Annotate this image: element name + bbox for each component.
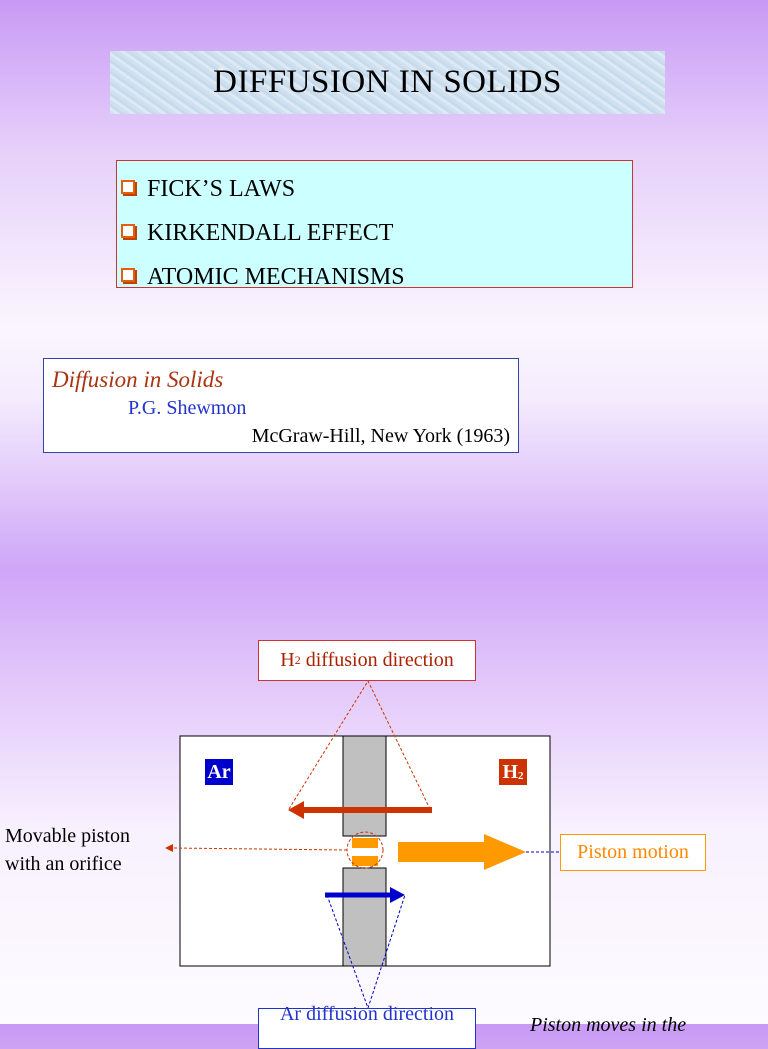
orifice-plug-bottom	[352, 856, 378, 866]
piston-motion-text: Piston motion	[577, 841, 689, 863]
topic-label: FICK’S LAWS	[147, 175, 296, 202]
slide-title-banner: DIFFUSION IN SOLIDS	[110, 51, 665, 114]
movable-piston-caption: Movable piston with an orifice	[5, 822, 130, 878]
reference-author: P.G. Shewmon	[128, 397, 247, 419]
bottom-caption: Piston moves in the	[530, 1014, 687, 1036]
movable-pointer-head	[165, 844, 173, 852]
orifice-plug-top	[352, 838, 378, 848]
piston-motion-arrow-head	[484, 834, 526, 870]
movable-piston-pointer	[171, 847, 348, 851]
slide-title: DIFFUSION IN SOLIDS	[213, 64, 562, 100]
movable-caption-line2: with an orifice	[5, 853, 122, 875]
ar-gas-tag: Ar	[205, 759, 233, 785]
ar-tag-text: Ar	[207, 760, 231, 783]
ar-label-text: Ar diffusion direction	[279, 1003, 455, 1025]
topic-item: FICK’S LAWS	[117, 167, 632, 211]
checkbox-bullet-icon	[121, 268, 135, 282]
reference-book-title: Diffusion in Solids	[52, 367, 224, 392]
h2-arrow-head	[288, 801, 304, 819]
ar-diffusion-label: Ar diffusion direction	[258, 1003, 476, 1049]
h2-pointer-lines	[288, 679, 431, 810]
piston-upper	[342, 735, 387, 837]
ar-arrow-head	[390, 887, 405, 903]
topic-item: KIRKENDALL EFFECT	[117, 211, 632, 255]
reference-box: Diffusion in Solids P.G. Shewmon McGraw-…	[43, 358, 519, 453]
piston-lower	[342, 867, 387, 967]
topic-label: ATOMIC MECHANISMS	[147, 263, 405, 290]
topics-box: FICK’S LAWS KIRKENDALL EFFECT ATOMIC MEC…	[116, 160, 633, 290]
reference-publisher: McGraw-Hill, New York (1963)	[251, 425, 510, 447]
topic-item: ATOMIC MECHANISMS	[117, 255, 632, 299]
piston-motion-label: Piston motion	[560, 834, 706, 871]
topic-label: KIRKENDALL EFFECT	[147, 219, 394, 246]
h2-tag-sub: 2	[518, 770, 524, 782]
checkbox-bullet-icon	[121, 180, 135, 194]
h2-label-suffix: diffusion direction	[300, 649, 454, 671]
checkbox-bullet-icon	[121, 224, 135, 238]
h2-tag-main: H	[502, 760, 519, 783]
h2-label-sub: 2	[294, 653, 301, 667]
h2-label-prefix: H	[280, 649, 295, 671]
piston-motion-arrow-shaft	[398, 842, 484, 862]
movable-caption-line1: Movable piston	[5, 825, 130, 847]
piston-diagram	[165, 679, 560, 1010]
